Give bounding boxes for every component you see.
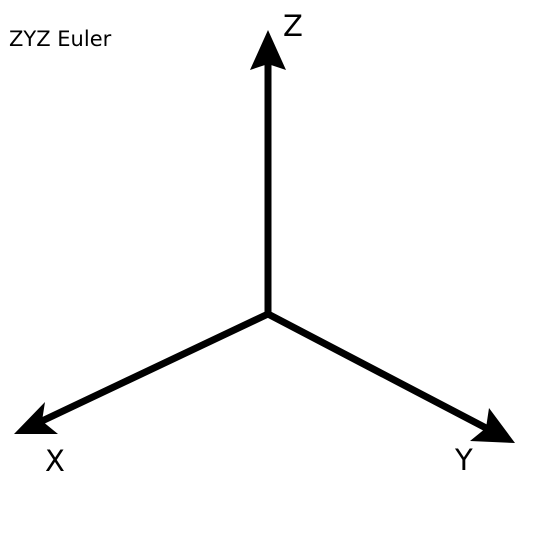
x-axis-line: [38, 310, 272, 425]
y-axis-label: Y: [454, 443, 473, 477]
y-arrowhead: [470, 408, 515, 443]
x-arrowhead: [14, 402, 58, 434]
z-axis-label: Z: [283, 9, 303, 43]
axis-lines: [38, 60, 490, 432]
x-axis-label: X: [45, 444, 65, 478]
y-axis-line: [264, 310, 490, 432]
z-arrowhead: [250, 30, 286, 70]
diagram-title: ZYZ Euler: [9, 27, 112, 51]
